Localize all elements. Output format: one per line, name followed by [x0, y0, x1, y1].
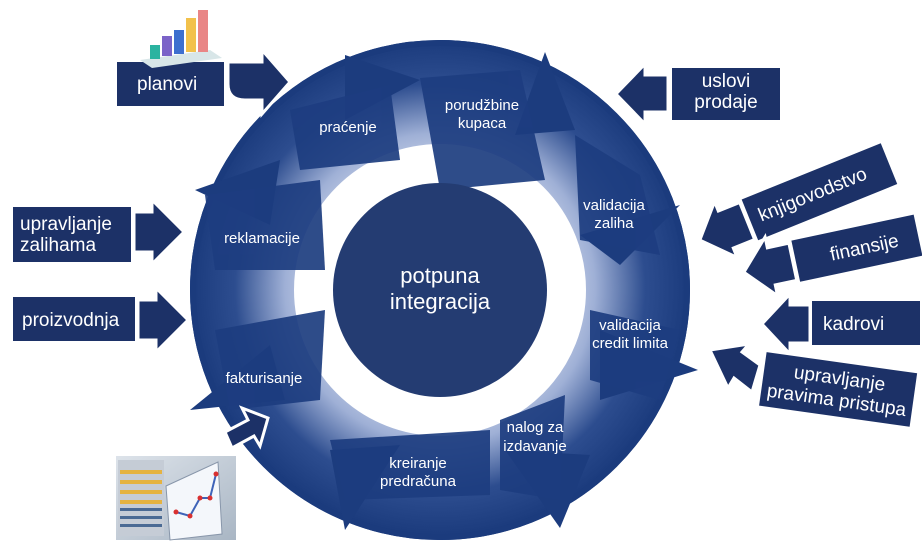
step-reklamacije: reklamacije	[224, 230, 300, 247]
center-label-line1: potpuna	[400, 263, 480, 288]
step-validacija-zaliha-line1: validacija	[583, 197, 645, 214]
input-zalihe: upravljanje zalihama	[13, 196, 187, 268]
input-finansije: finansije	[741, 214, 922, 300]
step-porudzbine-line2: kupaca	[458, 115, 507, 132]
cycle-segments	[205, 70, 680, 500]
input-kadrovi-label: kadrovi	[823, 314, 884, 335]
center-circle	[333, 183, 547, 397]
input-proizvodnja: proizvodnja	[13, 284, 191, 356]
input-uslovi-line1: uslovi	[702, 71, 751, 92]
input-planovi-label: planovi	[137, 74, 197, 95]
step-porudzbine-line1: porudžbine	[445, 97, 519, 114]
center-label-line2: integracija	[390, 289, 491, 314]
step-validacija-credit-line1: validacija	[599, 317, 661, 334]
step-nalog-line1: nalog za	[507, 419, 564, 436]
bar-chart-icon	[140, 10, 222, 68]
input-uslovi-prodaje: uslovi prodaje	[613, 60, 780, 128]
step-fakturisanje: fakturisanje	[226, 370, 303, 387]
step-kreiranje-line2: predračuna	[380, 473, 457, 490]
step-kreiranje-line1: kreiranje	[389, 455, 447, 472]
input-planovi: planovi	[117, 46, 292, 118]
step-validacija-credit-line2: credit limita	[592, 335, 669, 352]
input-pravima-pristupa: upravljanje pravima pristupa	[707, 341, 918, 427]
line-chart-screen-icon	[116, 456, 236, 541]
input-kadrovi: kadrovi	[759, 290, 920, 358]
input-zalihe-line2: zalihama	[20, 235, 96, 256]
input-proizvodnja-label: proizvodnja	[22, 310, 120, 331]
step-pracenje: praćenje	[319, 119, 377, 136]
input-zalihe-line1: upravljanje	[20, 214, 112, 235]
screen-input-arrow	[223, 405, 270, 451]
input-uslovi-line2: prodaje	[694, 92, 757, 113]
step-nalog-line2: izdavanje	[503, 438, 566, 455]
step-validacija-zaliha-line2: zaliha	[594, 215, 634, 232]
